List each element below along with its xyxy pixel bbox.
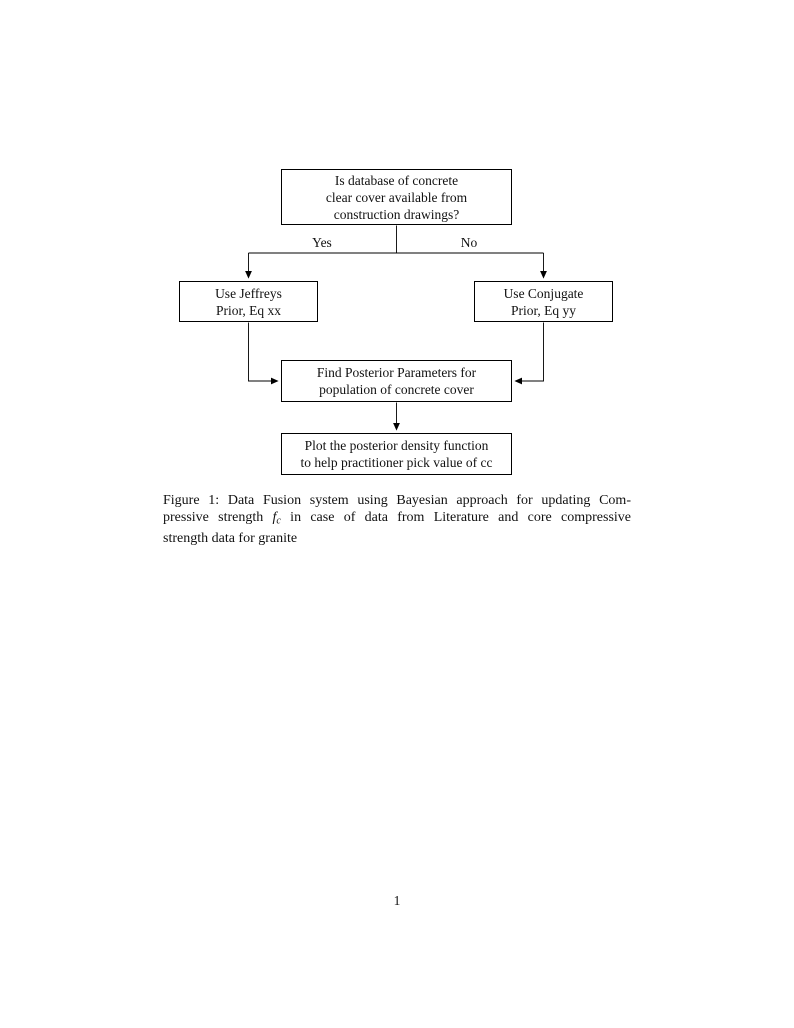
posterior-line-2: population of concrete cover [319,382,474,397]
math-fc-variable: f [272,510,277,526]
edge-label-no: No [458,235,480,251]
flowchart-box-posterior-parameters: Find Posterior Parameters for population… [281,360,512,402]
caption-line-2: pressive strength fc in case of data fro… [163,509,631,530]
page-number: 1 [393,893,401,908]
flowchart-box-plot-density: Plot the posterior density function to h… [281,433,512,475]
arrow-jeffreys-to-posterior [248,322,279,385]
conjugate-line-1: Use Conjugate [503,285,584,301]
posterior-line-1: Find Posterior Parameters for [316,365,477,380]
edge-label-yes: Yes [310,235,334,251]
question-line-2: clear cover available from [325,189,468,205]
plot-line-1: Plot the posterior density function [304,438,489,453]
jeffreys-line-2: Prior, Eq xx [215,302,282,318]
plot-line-2: to help practitioner pick value of cc [300,455,493,470]
caption-line-1: Figure 1: Data Fusion system using Bayes… [163,493,631,508]
flowchart-box-question: Is database of concrete clear cover avai… [281,169,512,225]
caption-line-2-pre: pressive strength [163,510,273,526]
conjugate-line-2: Prior, Eq yy [510,302,577,318]
flowchart-box-jeffreys-prior: Use Jeffreys Prior, Eq xx [179,281,318,322]
question-line-1: Is database of concrete [334,172,459,188]
figure-caption: Figure 1: Data Fusion system using Bayes… [163,492,631,548]
caption-line-2-post: in case of data from Literature and core… [280,510,631,526]
jeffreys-line-1: Use Jeffreys [215,285,282,301]
flowchart-box-conjugate-prior: Use Conjugate Prior, Eq yy [474,281,613,322]
arrow-conjugate-to-posterior [514,322,544,385]
caption-line-3: strength data for granite [163,531,298,547]
math-fc-subscript: c [276,515,281,527]
question-line-3: construction drawings? [333,206,460,222]
